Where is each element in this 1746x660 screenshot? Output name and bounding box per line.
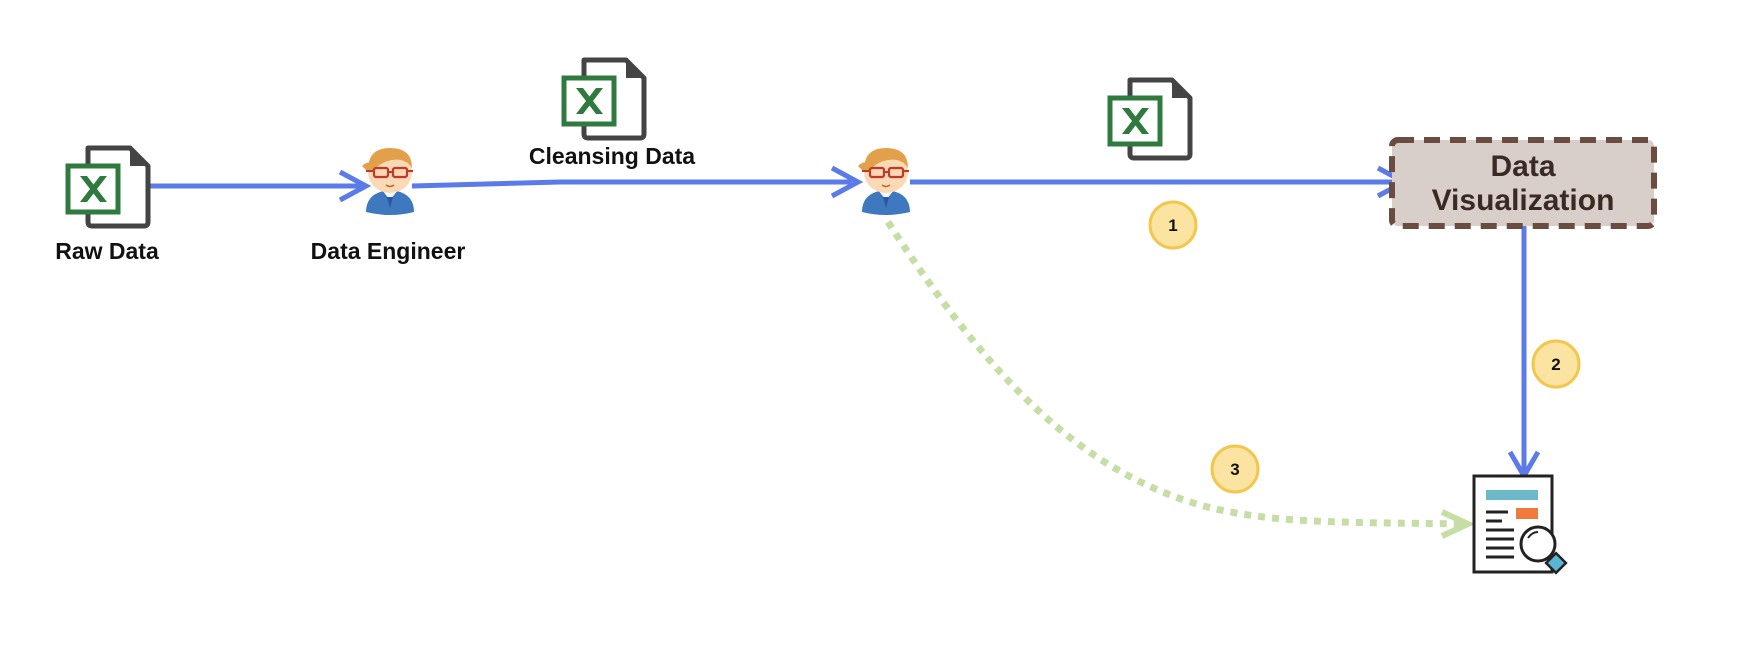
badge-3: 3 (1210, 444, 1260, 494)
person-icon-data-engineer (360, 146, 416, 217)
data-visualization-line1: Data (1490, 150, 1555, 183)
svg-text:1: 1 (1168, 216, 1177, 235)
excel-file-icon-raw-data (68, 148, 148, 226)
dotted-arrow-analyst-to-report (885, 220, 1463, 528)
arrow-raw-to-engineer-head (338, 169, 372, 203)
person-icon-analyst (856, 146, 912, 217)
raw-data-label: Raw Data (55, 238, 159, 264)
data-visualization-box: Data Visualization (1389, 137, 1657, 229)
arrow-engineer-to-analyst-head (830, 165, 864, 199)
dotted-arrow-head (1440, 509, 1476, 539)
excel-file-icon-cleansing-data (564, 60, 644, 138)
arrow-engineer-to-analyst (411, 179, 852, 189)
excel-file-icon-output (1110, 80, 1190, 158)
report-search-icon (1472, 474, 1568, 575)
badge-2: 2 (1531, 339, 1581, 389)
svg-text:2: 2 (1551, 355, 1560, 374)
badge-1: 1 (1148, 200, 1198, 250)
svg-text:3: 3 (1230, 460, 1239, 479)
data-engineer-label: Data Engineer (311, 238, 466, 264)
cleansing-data-label: Cleansing Data (529, 143, 695, 169)
data-visualization-line2: Visualization (1432, 184, 1615, 217)
